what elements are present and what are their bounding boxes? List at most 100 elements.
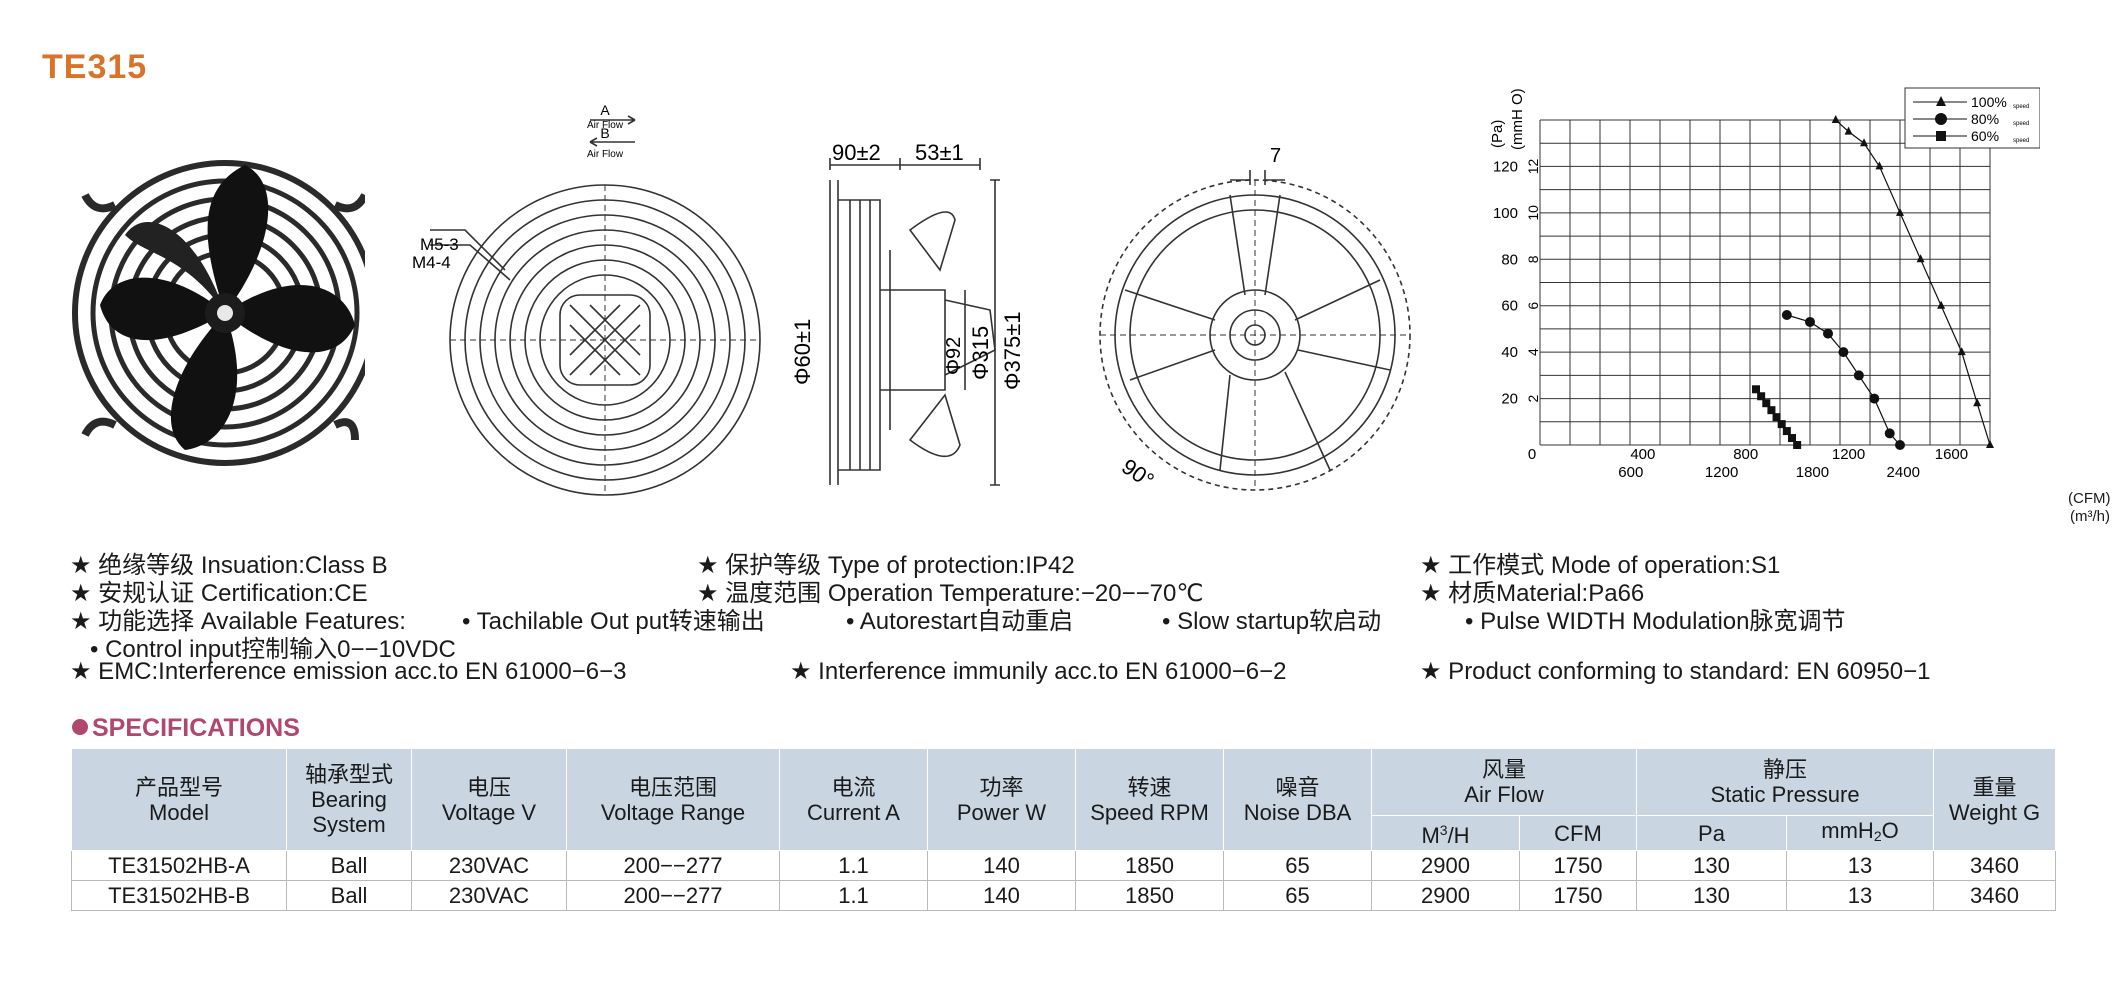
feature-certification: ★ 安规认证 Certification:CE [70, 580, 368, 607]
data-point [1772, 413, 1781, 422]
cell-weight: 3460 [1933, 850, 2057, 881]
x-tick-m3h: 600 [1618, 464, 1643, 481]
data-point [1805, 316, 1815, 327]
legend-label: 80% [1971, 111, 1999, 127]
feature-emc: ★ EMC:Interference emission acc.to EN 61… [70, 658, 627, 685]
data-point [1777, 420, 1786, 429]
y-tick-mmh2o: 8 [1525, 255, 1541, 263]
data-point [1875, 161, 1884, 170]
data-point [1936, 96, 1946, 106]
dim-shaft-label: Φ92 [943, 337, 965, 375]
cell-speed: 1850 [1075, 850, 1224, 881]
y-tick-pa: 80 [1501, 251, 1518, 268]
data-point [1935, 113, 1947, 125]
feature-control-input: • Control input控制输入0−−10VDC [90, 636, 456, 663]
feature-immunity: ★ Interference immunily acc.to EN 61000−… [790, 658, 1287, 685]
cell-power: 140 [927, 850, 1076, 881]
front-view-drawing: A Air Flow B Air Flow M5-3 M4-4 [412, 102, 761, 496]
x-tick-m3h: 2400 [1887, 464, 1920, 481]
y-tick-pa: 60 [1501, 298, 1518, 315]
legend-label: 60% [1971, 128, 1999, 144]
cell-voltage: 230VAC [411, 880, 567, 911]
cell-current: 1.1 [779, 850, 928, 881]
series-line [1786, 314, 1901, 446]
cell-power: 140 [927, 880, 1076, 911]
data-point [1838, 347, 1849, 358]
cell-mmh2o: 13 [1786, 850, 1935, 881]
cell-m3h: 2900 [1371, 850, 1520, 881]
data-point [1831, 115, 1840, 123]
data-point [1788, 434, 1796, 443]
feature-slow-startup: • Slow startup软启动 [1162, 608, 1382, 635]
y-tick-mmh2o: 10 [1525, 205, 1541, 221]
dim-angle-label: 90° [1117, 454, 1159, 494]
dim-blade-label: Φ315 [968, 326, 993, 380]
table-row: TE31502HB-B Ball 230VAC 200−−277 1.1 140… [71, 880, 2057, 911]
legend-label: 100% [1971, 94, 2007, 110]
data-point [1896, 207, 1904, 216]
cell-range: 200−−277 [566, 880, 780, 911]
y-tick-mmh2o: 12 [1525, 158, 1541, 174]
y-axis-label-pa: (Pa) [1489, 120, 1506, 148]
cell-noise: 65 [1223, 850, 1372, 881]
x-tick-m3h: 1800 [1796, 464, 1829, 481]
cell-cfm: 1750 [1518, 850, 1638, 881]
feature-tachilable: • Tachilable Out put转速输出 [462, 608, 765, 635]
cell-pa: 130 [1636, 850, 1788, 881]
legend-suffix: speed [2013, 138, 2029, 144]
feature-insulation: ★ 绝缘等级 Insuation:Class B [70, 552, 388, 579]
chart-legend: 100% speed 80% speed 60% speed [1904, 87, 2040, 149]
airflow-label-a: Air Flow [587, 120, 624, 131]
feature-standard: ★ Product conforming to standard: EN 609… [1420, 658, 1931, 685]
dim-depth-label: 90±2 [832, 140, 881, 165]
x-tick-cfm: 1200 [1832, 446, 1865, 463]
cell-model: TE31502HB-B [71, 880, 287, 911]
fan-photo [72, 160, 365, 466]
data-point [1860, 138, 1868, 147]
legend-suffix: speed [2013, 104, 2029, 110]
cell-noise: 65 [1223, 880, 1372, 911]
y-tick-mmh2o: 4 [1525, 348, 1541, 356]
x-tick-cfm: 800 [1733, 446, 1758, 463]
legend-suffix: speed [2013, 121, 2029, 127]
cell-model: TE31502HB-A [71, 850, 287, 881]
x-axis-label-m3h: (m³/h) [2070, 508, 2110, 525]
airflow-a-label: A [600, 102, 610, 118]
dim-hub-label: Φ60±1 [790, 319, 815, 385]
screw-m4-label: M4-4 [412, 253, 451, 272]
dim-offset-label: 53±1 [915, 140, 964, 165]
data-point [1823, 328, 1833, 339]
cell-cfm: 1750 [1518, 880, 1638, 911]
x-axis-label-cfm: (CFM) [2068, 490, 2111, 507]
header-pa: Pa [1636, 815, 1788, 851]
rear-view-drawing: 7 90° [1099, 145, 1411, 494]
data-point [1895, 440, 1905, 450]
cell-mmh2o: 13 [1786, 880, 1935, 911]
dim-guard-label: Φ375±1 [1000, 311, 1025, 390]
y-tick-mmh2o: 2 [1525, 394, 1541, 402]
data-point [1869, 393, 1880, 404]
legend-box [1904, 87, 2040, 149]
series-line [1835, 119, 1991, 446]
dim-slot-label: 7 [1270, 145, 1281, 167]
cell-weight: 3460 [1933, 880, 2057, 911]
header-mmh2o: mmH2O [1786, 815, 1935, 851]
header-m3h: M3/H [1371, 815, 1520, 851]
data-point [1973, 398, 1982, 407]
y-tick-mmh2o: 6 [1525, 302, 1541, 310]
x-tick-cfm: 400 [1630, 446, 1655, 463]
cell-m3h: 2900 [1371, 880, 1520, 911]
data-point [1957, 347, 1966, 356]
data-point [1936, 131, 1946, 141]
